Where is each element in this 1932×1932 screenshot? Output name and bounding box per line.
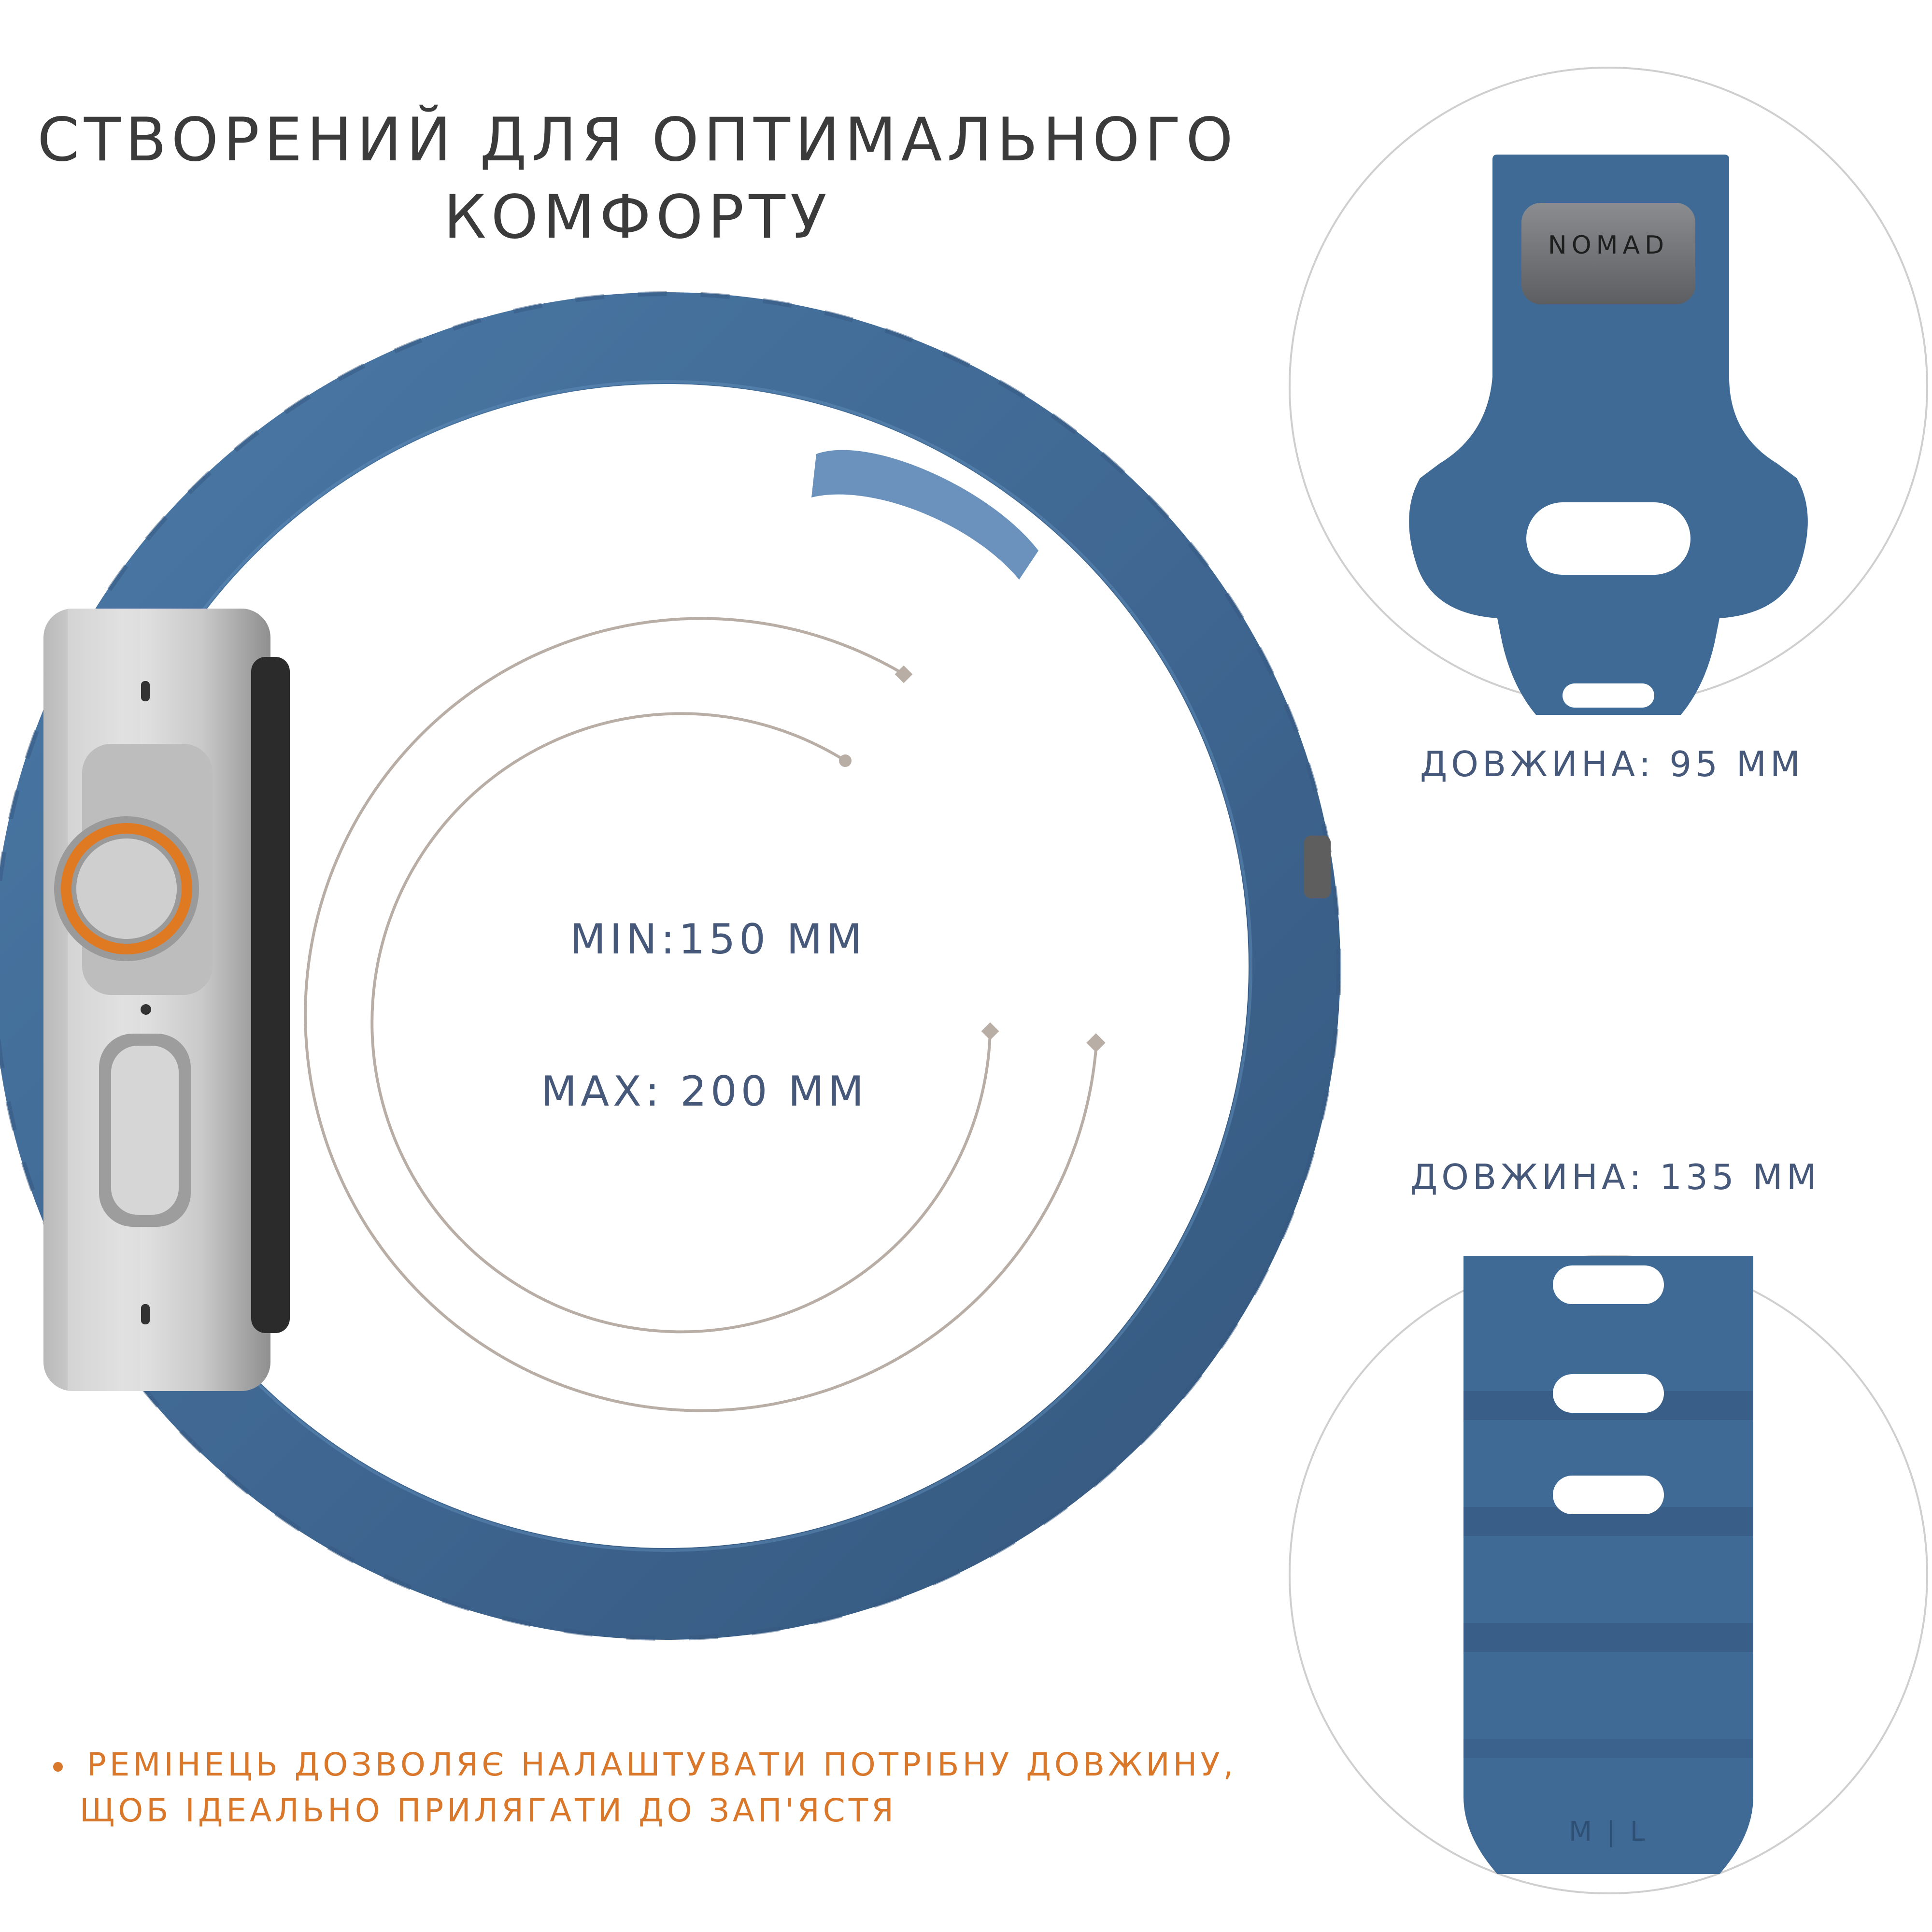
headline-line-1: СТВОРЕНИЙ ДЛЯ ОПТИМАЛЬНОГО xyxy=(37,105,1238,175)
note-bullet xyxy=(53,1762,63,1772)
headline-line-2: КОМФОРТУ xyxy=(443,183,832,252)
long-strap-callout xyxy=(1289,1255,1928,1894)
strap-slot xyxy=(1526,502,1690,575)
watch-body xyxy=(43,609,290,1391)
short-strap-length: ДОВЖИНА: 95 ММ xyxy=(1420,744,1804,784)
max-size-label: MAX: 200 MM xyxy=(541,1067,868,1116)
long-strap-length: ДОВЖИНА: 135 ММ xyxy=(1410,1157,1820,1197)
size-arcs xyxy=(304,617,1106,1412)
size-mark: M | L xyxy=(1569,1816,1648,1847)
note-line-1: РЕМІНЕЦЬ ДОЗВОЛЯЄ НАЛАШТУВАТИ ПОТРІБНУ Д… xyxy=(87,1746,1237,1783)
brand-logo-text: NOMAD xyxy=(1548,231,1669,260)
min-size-label: MIN:150 MM xyxy=(570,915,866,964)
strap-hole-3 xyxy=(1553,1476,1664,1514)
note-line-2: ЩОБ ІДЕАЛЬНО ПРИЛЯГАТИ ДО ЗАП'ЯСТЯ xyxy=(80,1792,897,1829)
crown-icon xyxy=(54,816,199,961)
short-strap-callout xyxy=(1289,67,1928,715)
strap-hole-1 xyxy=(1553,1265,1664,1304)
strap-pin xyxy=(1304,836,1331,898)
strap-keeper xyxy=(811,450,1038,580)
brand-plate xyxy=(1521,203,1695,304)
short-strap xyxy=(1409,155,1808,715)
strap-hole-2 xyxy=(1553,1374,1664,1413)
long-strap xyxy=(1463,1256,1753,1874)
